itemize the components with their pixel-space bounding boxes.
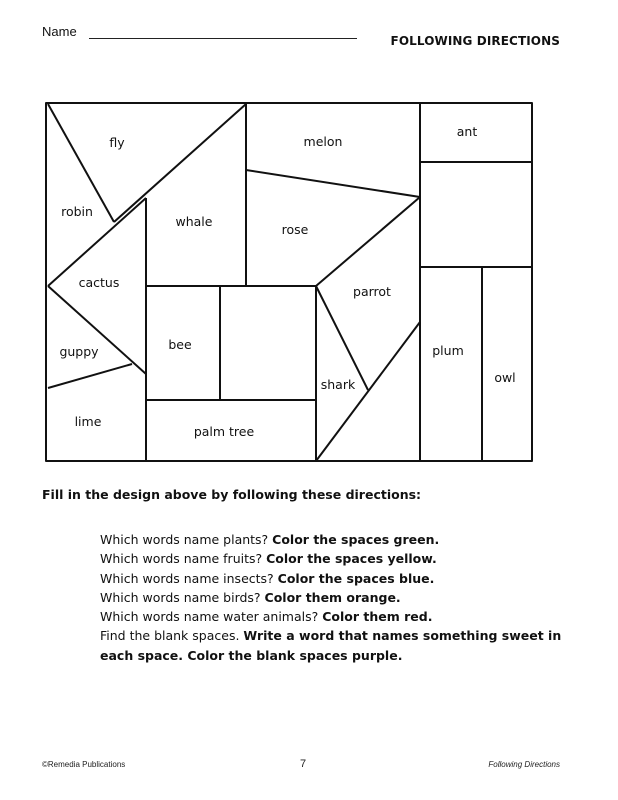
direction-action: Color them orange.	[264, 589, 401, 605]
label-rose: rose	[282, 222, 309, 237]
parrot-bottom-edge	[315, 321, 421, 462]
direction-item: Which words name fruits? Color the space…	[100, 549, 570, 568]
direction-action: Color the spaces green.	[272, 532, 440, 547]
direction-question: Find the blank spaces.	[100, 628, 244, 644]
direction-question: Which words name water animals?	[100, 609, 323, 625]
label-cactus: cactus	[79, 275, 120, 290]
label-lime: lime	[75, 414, 102, 429]
cactus-top-edge	[47, 197, 147, 287]
direction-action: Color the spaces blue.	[277, 570, 435, 586]
label-palm-tree: palm tree	[194, 424, 255, 439]
directions-list: Which words name plants? Color the space…	[100, 530, 570, 665]
guppy-bottom-edge	[47, 363, 133, 389]
direction-action: Color the spaces yellow.	[266, 551, 437, 567]
name-write-line[interactable]	[89, 38, 357, 39]
label-plum: plum	[432, 343, 464, 358]
fly-right-edge	[113, 103, 247, 223]
label-ant: ant	[457, 124, 478, 139]
name-field[interactable]: Name	[42, 24, 362, 44]
label-robin: robin	[61, 204, 93, 219]
rose-right-edge	[315, 196, 421, 287]
direction-question: Which words name plants?	[100, 532, 273, 547]
label-shark: shark	[321, 377, 356, 392]
direction-question: Which words name birds?	[100, 589, 265, 605]
direction-item: Which words name insects? Color the spac…	[100, 569, 570, 588]
label-owl: owl	[494, 370, 515, 385]
label-whale: whale	[176, 214, 213, 229]
coloring-design: fly melon ant robin whale rose cactus pa…	[45, 102, 533, 462]
design-labels: fly melon ant robin whale rose cactus pa…	[59, 124, 515, 439]
instructions-heading: Fill in the design above by following th…	[42, 487, 422, 502]
direction-question: Which words name fruits?	[100, 551, 267, 567]
cactus-bottom-edge	[47, 285, 147, 375]
direction-item: Which words name plants? Color the space…	[100, 530, 570, 549]
fly-left-edge	[47, 103, 115, 223]
label-fly: fly	[109, 135, 125, 150]
label-bee: bee	[168, 337, 192, 352]
melon-bottom-edge	[245, 169, 421, 198]
direction-action: Write a word that names something sweet …	[100, 628, 562, 663]
direction-action: Color them red.	[322, 609, 433, 625]
direction-question: Which words name insects?	[100, 570, 278, 586]
name-label: Name	[42, 24, 77, 39]
footer-page-number: 7	[300, 758, 307, 770]
shark-left-edge	[315, 285, 369, 391]
direction-item: Which words name water animals? Color th…	[100, 607, 570, 626]
footer-book-title: Following Directions	[488, 760, 560, 769]
design-border	[45, 102, 533, 462]
footer-publisher: ©Remedia Publications	[42, 760, 126, 769]
label-guppy: guppy	[59, 344, 99, 359]
worksheet-title: FOLLOWING DIRECTIONS	[390, 34, 560, 48]
direction-item: Find the blank spaces. Write a word that…	[100, 626, 570, 665]
label-parrot: parrot	[353, 284, 391, 299]
design-outlines	[45, 102, 533, 462]
label-melon: melon	[304, 134, 343, 149]
direction-item: Which words name birds? Color them orang…	[100, 588, 570, 607]
